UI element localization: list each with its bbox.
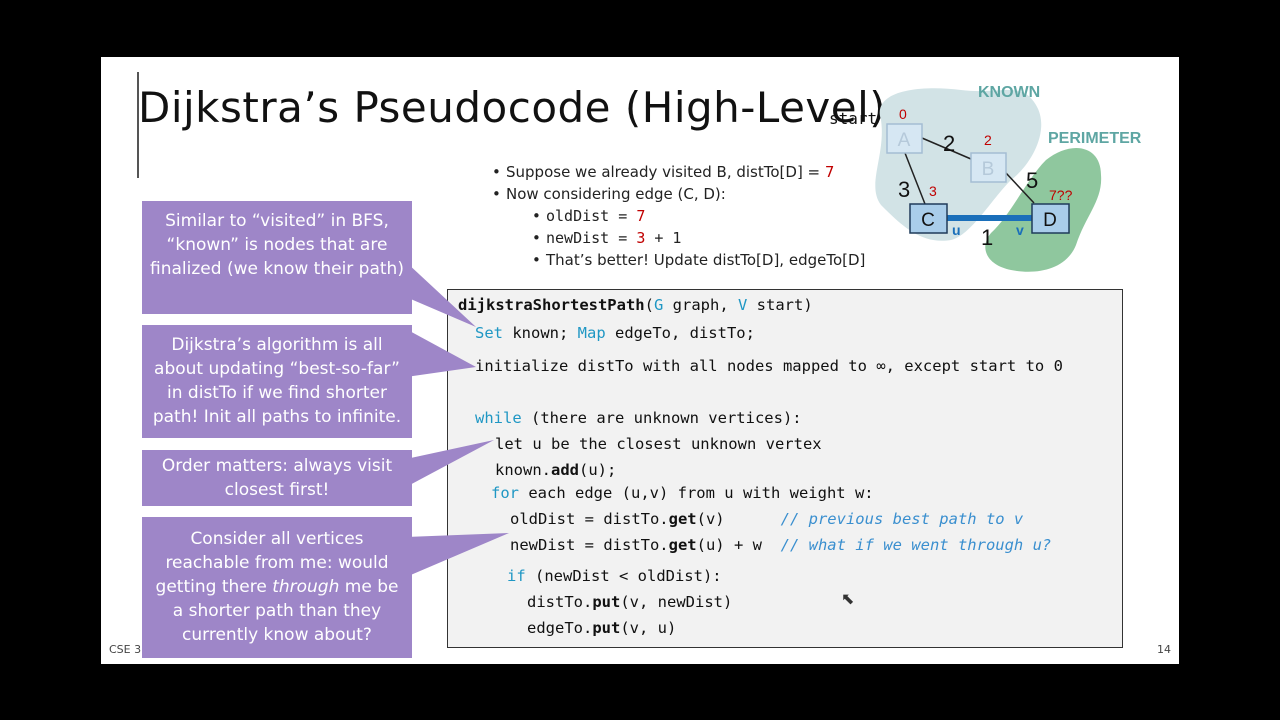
callout-consider-vertices: Consider all vertices reachable from me:… xyxy=(142,517,412,658)
node-d xyxy=(1031,203,1070,234)
bullet-3-value: 7 xyxy=(636,207,646,225)
dist-d: 7?? xyxy=(1049,187,1073,203)
bullet-1: •Suppose we already visited B, distTo[D]… xyxy=(492,163,835,181)
bullet-2: •Now considering edge (C, D): xyxy=(492,185,726,203)
code-line-put-edge: edgeTo.put(v, u) xyxy=(527,619,677,637)
code-line-closest: let u be the closest unknown vertex xyxy=(495,435,822,453)
perimeter-label: PERIMETER xyxy=(1048,130,1142,147)
edge-ac xyxy=(904,152,926,205)
node-b-label: B xyxy=(982,159,995,180)
dist-c: 3 xyxy=(929,183,937,199)
node-c-label: C xyxy=(921,210,935,231)
known-label: KNOWN xyxy=(978,84,1040,101)
start-label: start xyxy=(829,109,878,128)
weight-ac: 3 xyxy=(898,177,910,202)
code-line-signature: dijkstraShortestPath(G graph, V start) xyxy=(458,296,813,314)
bullet-5: •That’s better! Update distTo[D], edgeTo… xyxy=(532,251,866,269)
edge-ab xyxy=(921,137,972,160)
callout-order-matters: Order matters: always visit closest firs… xyxy=(142,450,412,506)
course-footer: CSE 3 xyxy=(109,643,142,656)
bullet-1-text: Suppose we already visited B, distTo[D] … xyxy=(506,163,825,181)
code-line-initialize: initialize distTo with all nodes mapped … xyxy=(475,357,1063,375)
code-line-for: for each edge (u,v) from u with weight w… xyxy=(491,484,874,502)
title-accent-line xyxy=(137,72,139,178)
node-d-label: D xyxy=(1043,210,1057,231)
callout-best-so-far: Dijkstra’s algorithm is all about updati… xyxy=(142,325,412,438)
code-line-declarations: Set known; Map edgeTo, distTo; xyxy=(475,324,755,342)
mouse-cursor-icon: ⬉ xyxy=(841,589,855,608)
weight-cd: 1 xyxy=(981,225,993,250)
code-line-olddist: oldDist = distTo.get(v) // previous best… xyxy=(510,510,1024,528)
weight-ab: 2 xyxy=(943,131,955,156)
callout-4-text: Consider all vertices reachable from me:… xyxy=(155,529,399,645)
node-a-label: A xyxy=(898,130,911,151)
dist-a: 0 xyxy=(899,106,907,122)
v-label: v xyxy=(1016,222,1024,238)
bullet-1-value: 7 xyxy=(824,163,835,181)
node-c xyxy=(909,203,948,234)
dist-b: 2 xyxy=(984,132,992,148)
node-a xyxy=(886,123,923,154)
node-b xyxy=(970,152,1007,183)
pseudocode-box: dijkstraShortestPath(G graph, V start) S… xyxy=(447,289,1123,648)
slide-title: Dijkstra’s Pseudocode (High-Level) xyxy=(138,83,887,132)
bullet-5-text: That’s better! Update distTo[D], edgeTo[… xyxy=(546,251,866,269)
bullet-4-rest: + 1 xyxy=(645,229,682,247)
slide-number: 14 xyxy=(1157,643,1171,656)
bullet-4-text: newDist = xyxy=(546,229,637,247)
code-line-newdist: newDist = distTo.get(u) + w // what if w… xyxy=(510,536,1052,554)
bullet-4: •newDist = 3 + 1 xyxy=(532,229,682,247)
callout-visited: Similar to “visited” in BFS, “known” is … xyxy=(142,201,412,314)
code-line-while: while (there are unknown vertices): xyxy=(475,409,802,427)
bullet-4-value: 3 xyxy=(636,229,646,247)
bullet-list: •Suppose we already visited B, distTo[D]… xyxy=(479,161,865,271)
code-line-if: if (newDist < oldDist): xyxy=(507,567,722,585)
edge-bd xyxy=(1005,172,1035,204)
bullet-2-text: Now considering edge (C, D): xyxy=(506,185,726,203)
u-label: u xyxy=(952,222,961,238)
weight-bd: 5 xyxy=(1026,168,1038,193)
code-line-known-add: known.add(u); xyxy=(495,461,617,479)
slide: Dijkstra’s Pseudocode (High-Level) start… xyxy=(101,57,1179,664)
bullet-3-text: oldDist = xyxy=(546,207,637,225)
bullet-3: •oldDist = 7 xyxy=(532,207,646,225)
code-line-put-dist: distTo.put(v, newDist) xyxy=(527,593,733,611)
graph-diagram: KNOWN PERIMETER A B C D 2 3 5 1 0 2 3 7?… xyxy=(875,84,1142,272)
